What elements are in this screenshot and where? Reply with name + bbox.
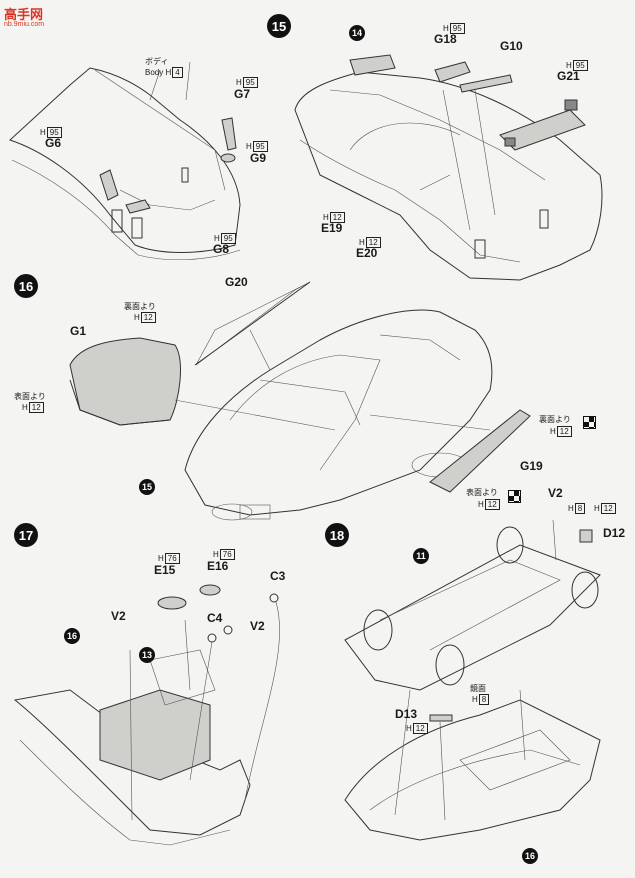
v2-label-c: V2 <box>548 486 563 500</box>
e19-label: E19 <box>321 221 343 235</box>
g10-label: G10 <box>500 39 523 53</box>
g1-label: G1 <box>70 324 87 338</box>
step-16-marker: 16 <box>14 274 38 298</box>
g20-label: G20 <box>225 275 248 289</box>
step15-body-drawing <box>9 61 241 261</box>
e15-label: E15 <box>154 563 176 577</box>
g1-ura-label: 裏面より <box>124 302 156 311</box>
c3-label: C3 <box>270 569 286 583</box>
g21-label: G21 <box>557 69 580 83</box>
step-17-marker: 17 <box>14 523 38 547</box>
g19-label: G19 <box>520 459 543 473</box>
ref-13-marker: 13 <box>139 647 155 663</box>
g7-label: G7 <box>234 87 251 101</box>
v2-label-a: V2 <box>111 609 126 623</box>
watermark-url: nb.9miu.com <box>4 21 45 28</box>
g19-ura-label: 裏面より <box>539 415 571 424</box>
g6-label: G6 <box>45 136 62 150</box>
g19-hyomen-label: 表面より <box>466 488 498 497</box>
d13-label: D13 <box>395 707 418 721</box>
g9-label: G9 <box>250 151 267 165</box>
ref-16-marker-a: 16 <box>64 628 80 644</box>
step18-chassis-drawing <box>344 519 601 841</box>
ref-11-marker: 11 <box>413 548 429 564</box>
watermark-logo: 高手网 <box>4 7 44 22</box>
ref-15-marker: 15 <box>139 479 155 495</box>
e20-label: E20 <box>356 246 378 260</box>
step-15-marker: 15 <box>267 14 291 38</box>
body-jp-label: ボディ <box>145 57 169 66</box>
g8-label: G8 <box>213 242 230 256</box>
v2-label-b: V2 <box>250 619 265 633</box>
d12-label: D12 <box>603 526 626 540</box>
checker-icon-b <box>508 490 521 503</box>
g1-hyomen-label: 表面より <box>14 392 46 401</box>
g18-label: G18 <box>434 32 457 46</box>
ref-16-marker-b: 16 <box>522 848 538 864</box>
step-18-marker: 18 <box>325 523 349 547</box>
step15-body-top-drawing <box>294 54 603 281</box>
c4-label: C4 <box>207 611 223 625</box>
e16-label: E16 <box>207 559 229 573</box>
kyomen-label: 鏡面 <box>470 684 486 693</box>
checker-icon-a <box>583 416 596 429</box>
step17-interior-drawing <box>13 584 280 846</box>
step16-car-drawing <box>69 281 531 521</box>
ref-14-marker: 14 <box>349 25 365 41</box>
